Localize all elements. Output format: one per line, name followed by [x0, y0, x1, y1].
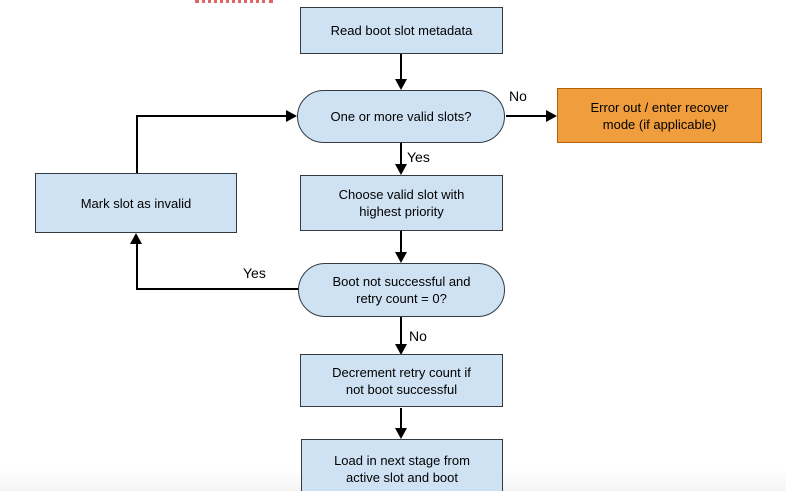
- edge-decrement-to-load: [400, 408, 402, 430]
- node-decrement-retry-count: Decrement retry count if not boot succes…: [300, 354, 503, 407]
- edge-read-to-decision: [400, 54, 402, 80]
- edge-choose-to-decision2: [400, 231, 402, 255]
- arrowhead-down-icon: [395, 344, 407, 355]
- node-label: Load in next stage from active slot and …: [334, 453, 470, 485]
- node-mark-slot-invalid: Mark slot as invalid: [35, 173, 237, 233]
- edge-decision-to-error: [506, 115, 548, 117]
- arrowhead-down-icon: [395, 428, 407, 439]
- edge-label-yes: Yes: [407, 149, 430, 165]
- edge-mark-to-decision1-h: [136, 115, 288, 117]
- edge-decision-to-choose: [400, 143, 402, 166]
- node-label: Boot not successful and retry count = 0?: [332, 274, 471, 306]
- node-error-recover-mode: Error out / enter recover mode (if appli…: [557, 88, 762, 143]
- edge-decision2-to-decrement: [400, 317, 402, 345]
- node-choose-valid-slot: Choose valid slot with highest priority: [300, 175, 503, 231]
- arrowhead-down-icon: [395, 79, 407, 90]
- edge-mark-to-decision1-v: [136, 116, 138, 174]
- arrowhead-right-icon: [286, 110, 297, 122]
- edge-decision2-to-mark-v: [136, 240, 138, 290]
- node-label: Read boot slot metadata: [330, 23, 473, 38]
- node-label: Decrement retry count if not boot succes…: [332, 364, 471, 397]
- arrowhead-down-icon: [395, 164, 407, 175]
- edge-label-yes: Yes: [243, 265, 266, 281]
- red-dotted-artifact: [195, 0, 273, 3]
- edge-label-no: No: [509, 88, 527, 104]
- node-label: Error out / enter recover mode (if appli…: [590, 99, 729, 132]
- node-label: Mark slot as invalid: [80, 195, 192, 211]
- node-boot-retry-decision: Boot not successful and retry count = 0?: [298, 263, 505, 317]
- edge-decision2-to-mark-h: [136, 288, 299, 290]
- node-label: Choose valid slot with highest priority: [338, 187, 465, 219]
- edge-label-no: No: [409, 328, 427, 344]
- node-read-boot-slot-metadata: Read boot slot metadata: [300, 7, 503, 54]
- node-load-next-stage: Load in next stage from active slot and …: [301, 439, 503, 491]
- node-label: One or more valid slots?: [330, 109, 472, 124]
- arrowhead-up-icon: [130, 233, 142, 244]
- node-valid-slots-decision: One or more valid slots?: [297, 90, 505, 143]
- arrowhead-right-icon: [546, 110, 557, 122]
- arrowhead-down-icon: [395, 252, 407, 263]
